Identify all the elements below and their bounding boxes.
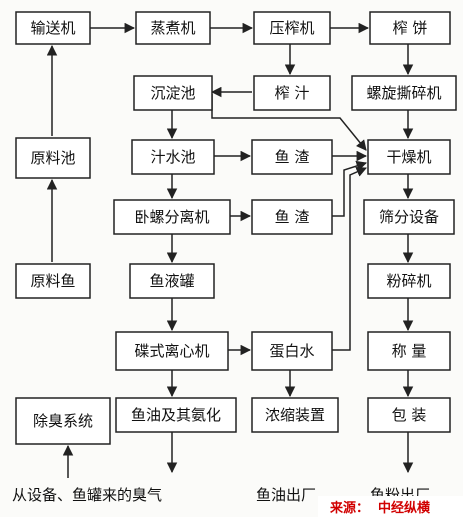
node-box bbox=[131, 139, 215, 175]
node-fish-liquid-tank: 鱼液罐 bbox=[129, 263, 215, 299]
node-label: 卧螺分离机 bbox=[134, 208, 209, 226]
node-box bbox=[15, 397, 111, 445]
node-label: 筛分设备 bbox=[379, 208, 439, 226]
node-cooker: 蒸煮机 bbox=[135, 11, 211, 45]
node-box bbox=[367, 263, 451, 299]
node-label: 原料池 bbox=[30, 149, 75, 167]
node-box bbox=[253, 75, 331, 111]
node-box bbox=[251, 139, 333, 175]
node-label: 螺旋撕碎机 bbox=[366, 84, 441, 102]
node-concentrator: 浓缩装置 bbox=[251, 397, 339, 433]
node-label: 榨 饼 bbox=[393, 19, 428, 37]
node-label: 蒸煮机 bbox=[150, 19, 195, 37]
node-label: 干燥机 bbox=[386, 148, 431, 166]
edges bbox=[46, 22, 414, 478]
node-label: 汁水池 bbox=[150, 148, 195, 166]
node-label: 原料鱼 bbox=[30, 272, 75, 290]
node-sediment-tank: 沉淀池 bbox=[133, 75, 213, 111]
node-conveyor: 输送机 bbox=[15, 11, 91, 45]
node-raw-tank: 原料池 bbox=[15, 137, 91, 179]
node-spiral-shredder: 螺旋撕碎机 bbox=[351, 75, 457, 111]
node-label: 包 装 bbox=[392, 406, 427, 424]
node-box bbox=[351, 75, 457, 111]
node-label: 蛋白水 bbox=[269, 342, 314, 360]
node-label: 沉淀池 bbox=[150, 84, 195, 102]
node-label: 压榨机 bbox=[269, 19, 314, 37]
odor-source-label: 从设备、鱼罐来的臭气 bbox=[12, 486, 162, 504]
node-label: 粉碎机 bbox=[386, 272, 431, 290]
node-box bbox=[115, 331, 229, 371]
node-box bbox=[251, 397, 339, 433]
node-weighing: 称 量 bbox=[367, 331, 451, 371]
node-label: 榨 汁 bbox=[275, 84, 310, 102]
node-disc-centrifuge: 碟式离心机 bbox=[115, 331, 229, 371]
node-box bbox=[251, 331, 333, 371]
node-box bbox=[363, 199, 455, 235]
node-raw-fish: 原料鱼 bbox=[15, 263, 91, 299]
node-presscake: 榨 饼 bbox=[369, 11, 451, 45]
node-label: 鱼 渣 bbox=[275, 208, 310, 226]
node-box bbox=[129, 263, 215, 299]
node-juice-tank: 汁水池 bbox=[131, 139, 215, 175]
node-box bbox=[367, 139, 451, 175]
node-dryer: 干燥机 bbox=[367, 139, 451, 175]
node-box bbox=[133, 75, 213, 111]
node-deodor: 除臭系统 bbox=[15, 397, 111, 445]
node-fish-oil: 鱼油及其氨化 bbox=[115, 397, 237, 433]
node-box bbox=[253, 11, 331, 45]
node-box bbox=[115, 397, 237, 433]
node-label: 浓缩装置 bbox=[265, 406, 325, 424]
node-label: 称 量 bbox=[392, 342, 427, 360]
node-box bbox=[15, 11, 91, 45]
node-box bbox=[15, 137, 91, 179]
node-box bbox=[251, 199, 333, 235]
node-box bbox=[367, 397, 451, 433]
node-label: 除臭系统 bbox=[33, 412, 93, 430]
source-name: 中经纵横 bbox=[378, 500, 431, 516]
node-fish-residue-1: 鱼 渣 bbox=[251, 139, 333, 175]
node-press: 压榨机 bbox=[253, 11, 331, 45]
fish-oil-out-label: 鱼油出厂 bbox=[256, 486, 316, 504]
source-background bbox=[318, 496, 463, 517]
node-pulverizer: 粉碎机 bbox=[367, 263, 451, 299]
node-press-juice: 榨 汁 bbox=[253, 75, 331, 111]
source-prefix: 来源： bbox=[329, 500, 369, 516]
node-box bbox=[367, 331, 451, 371]
node-protein-water: 蛋白水 bbox=[251, 331, 333, 371]
node-box bbox=[369, 11, 451, 45]
node-fish-residue-2: 鱼 渣 bbox=[251, 199, 333, 235]
node-box bbox=[135, 11, 211, 45]
node-label: 输送机 bbox=[30, 19, 75, 37]
node-packing: 包 装 bbox=[367, 397, 451, 433]
node-label: 碟式离心机 bbox=[134, 342, 209, 360]
node-box bbox=[113, 199, 231, 235]
node-decanter: 卧螺分离机 bbox=[113, 199, 231, 235]
edge-protein-to-dryer bbox=[332, 166, 367, 351]
edge-residue2-to-dryer bbox=[332, 160, 368, 217]
node-label: 鱼 渣 bbox=[275, 148, 310, 166]
nodes: 输送机蒸煮机压榨机榨 饼沉淀池榨 汁螺旋撕碎机原料池汁水池鱼 渣干燥机卧螺分离机… bbox=[15, 11, 457, 445]
node-screening: 筛分设备 bbox=[363, 199, 455, 235]
node-box bbox=[15, 263, 91, 299]
node-label: 鱼油及其氨化 bbox=[131, 406, 221, 424]
node-label: 鱼液罐 bbox=[149, 272, 194, 290]
